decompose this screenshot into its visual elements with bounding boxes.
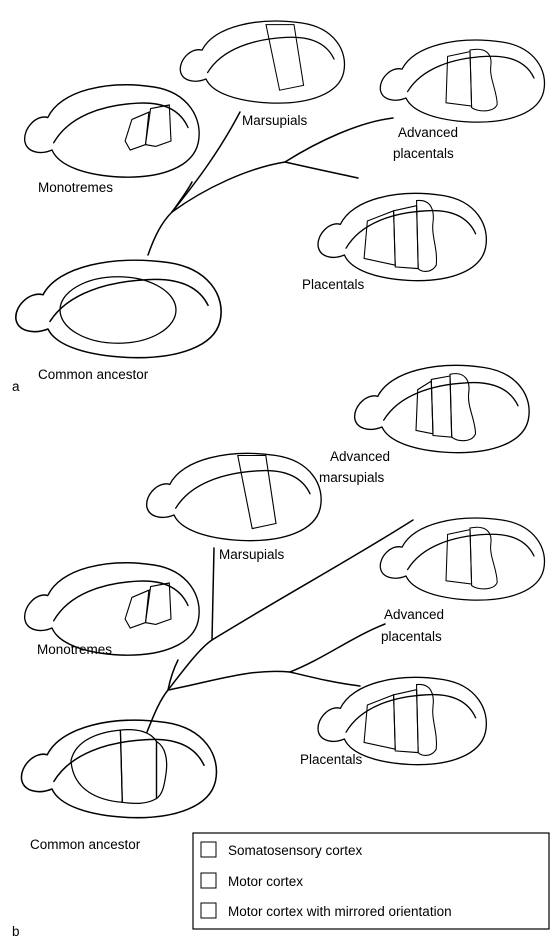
brain-a-monotremes <box>25 85 200 177</box>
legend-motor-mirrored-label: Motor cortex with mirrored orientation <box>228 904 452 919</box>
brain-a-marsupials <box>180 21 344 103</box>
label-b-marsupials: Marsupials <box>219 547 285 562</box>
branch-b-advanced-marsupials <box>212 520 413 640</box>
legend-item-motor: Motor cortex <box>201 873 303 889</box>
cortex-regions <box>416 374 476 441</box>
motor-cortex-region <box>60 277 176 344</box>
brain-a-advanced-placentals <box>380 40 544 122</box>
brain-b-advanced-marsupials <box>355 365 530 452</box>
label-b-monotremes: Monotremes <box>37 642 112 657</box>
label-a-monotremes: Monotremes <box>38 180 113 195</box>
brain-b-marsupials <box>147 453 322 540</box>
brain-b-advanced-placentals <box>380 518 544 600</box>
brain-a-placentals <box>318 193 486 280</box>
motor-cortex-region <box>238 456 276 529</box>
brain-a-common-ancestor <box>16 260 221 357</box>
label-a-marsupials: Marsupials <box>242 113 308 128</box>
legend-somatosensory-label: Somatosensory cortex <box>228 843 363 858</box>
panel-a-label: a <box>12 379 20 394</box>
branch-a-placentals <box>285 162 358 178</box>
legend-item-motor-mirrored: Motor cortex with mirrored orientation <box>201 903 452 919</box>
panel-b-label: b <box>12 924 20 939</box>
cortex-regions <box>446 49 497 111</box>
branch-b-monotremes <box>168 660 178 690</box>
branch-b-marsupials <box>212 548 214 640</box>
motor-cortex-region <box>266 25 304 91</box>
label-b-advanced-marsupials-2: marsupials <box>319 470 385 485</box>
motor-cortex-region <box>125 105 171 150</box>
branch-b-advanced-placentals <box>290 624 385 672</box>
label-b-advanced-placentals-2: placentals <box>381 629 442 644</box>
branch-b-placental-stem <box>168 671 290 690</box>
branch-b-placentals <box>290 672 360 686</box>
brain-b-common-ancestor <box>21 720 216 817</box>
label-b-advanced-marsupials-1: Advanced <box>330 449 390 464</box>
branch-a-trunk <box>148 212 172 255</box>
label-b-advanced-placentals-1: Advanced <box>384 607 444 622</box>
label-b-placentals: Placentals <box>300 752 363 767</box>
branch-b-trunk <box>147 690 168 732</box>
legend-motor-label: Motor cortex <box>228 874 303 889</box>
motor-cortex-region <box>125 583 171 628</box>
label-a-advanced-placentals-2: placentals <box>393 146 454 161</box>
legend: Somatosensory cortex Motor cortex Motor … <box>193 833 549 929</box>
label-b-common-ancestor: Common ancestor <box>30 837 141 852</box>
panel-a: Marsupials Advanced placentals Monotreme… <box>12 21 545 394</box>
cortex-regions <box>71 730 167 804</box>
panel-a-tree <box>148 112 393 255</box>
label-a-placentals: Placentals <box>302 277 365 292</box>
cortex-regions <box>446 527 497 589</box>
label-a-advanced-placentals-1: Advanced <box>398 125 458 140</box>
label-a-common-ancestor: Common ancestor <box>38 367 149 382</box>
